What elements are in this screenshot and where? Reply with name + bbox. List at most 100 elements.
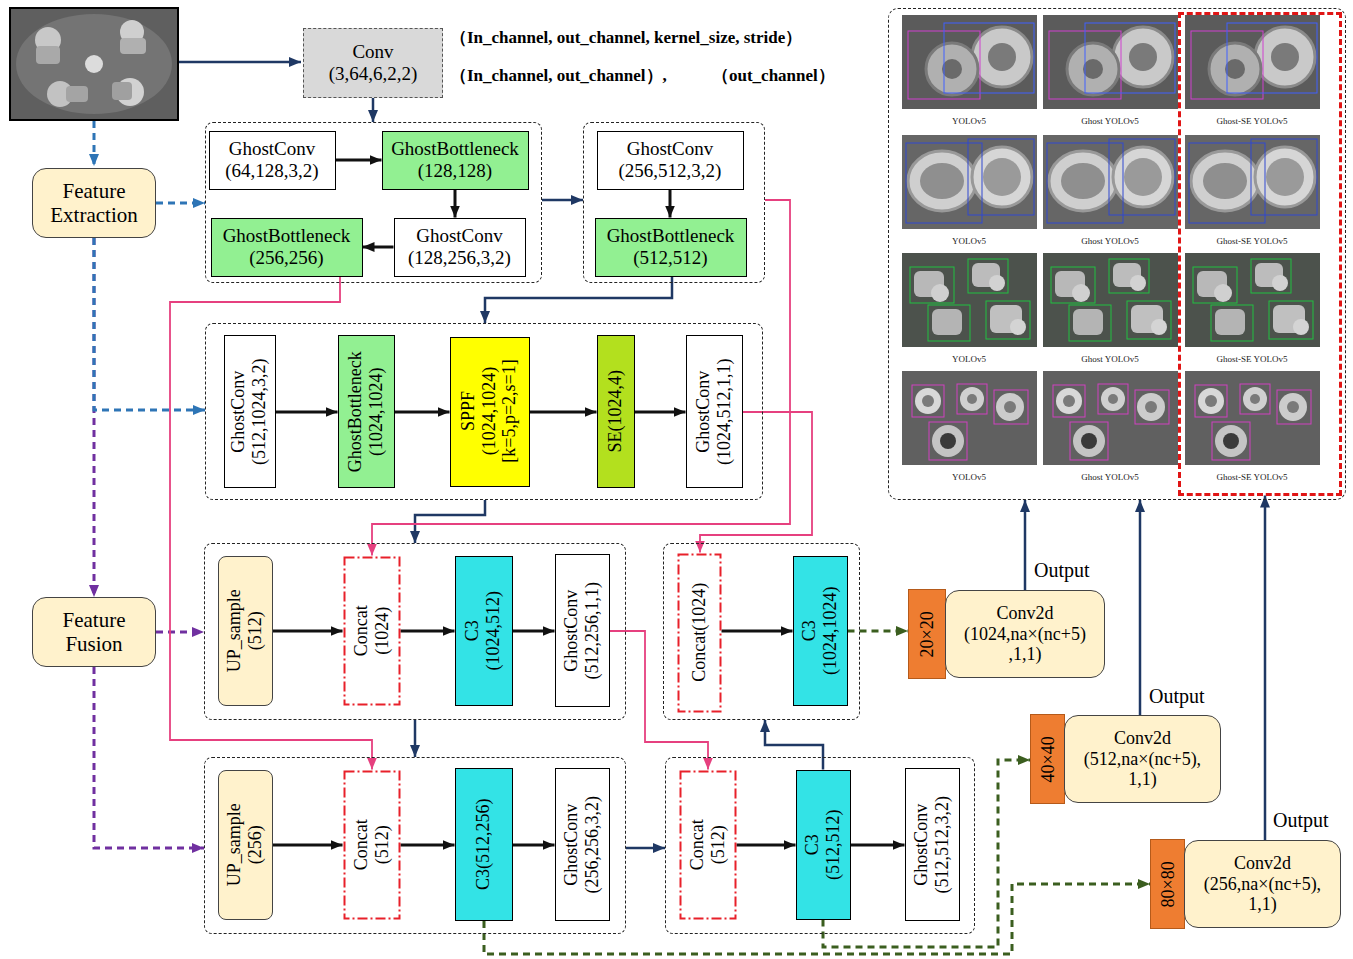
module-group: UP_sample (512) Concat (1024) C3 (1024,512… — [204, 543, 626, 720]
result-photo — [902, 15, 1037, 109]
node-label: Ghost-SE YOLOv5 — [1217, 116, 1288, 126]
node-label: GhostConv (256,512,3,2) — [604, 138, 736, 182]
concat-outline-rect — [680, 771, 735, 918]
node-label: GhostBottleneck (128,128) — [389, 138, 521, 182]
module-group: UP_sample (256) Concat (512) C3(512,256) Gh… — [204, 757, 626, 934]
node-label: Concat(1024) — [689, 557, 710, 707]
connector — [336, 159, 382, 162]
result-photo — [1043, 371, 1178, 465]
stage-box: Conv2d (1024,na×(nc+5) ,1,1) — [945, 590, 1105, 678]
node-label: Ghost YOLOv5 — [1081, 116, 1138, 126]
node-label: Ghost-SE YOLOv5 — [1217, 354, 1288, 364]
input-conv-box: Conv (3,64,6,2,2) — [303, 28, 443, 98]
connector — [372, 98, 375, 122]
node-label: GhostConv (512,1024,3,2) — [228, 341, 269, 481]
node-label: Conv2d (256,na×(nc+5), 1,1) — [1192, 853, 1334, 915]
result-photos — [902, 15, 1320, 465]
ghostconv-box: GhostConv (512,1024,3,2) — [224, 335, 276, 488]
concat-box: Concat (512) — [343, 770, 401, 920]
result-photo — [1185, 371, 1320, 465]
connector — [1024, 500, 1027, 590]
ghostconv-box: GhostConv (256,512,3,2) — [597, 131, 744, 190]
result-image: Ghost YOLOv5 — [1043, 15, 1178, 127]
highlight-column: Ghost-SE YOLOv5Ghost-SE YOLOv5Ghost-SE Y… — [1178, 12, 1342, 496]
connector — [276, 411, 338, 414]
node-label: Concat (512) — [687, 800, 728, 890]
connector — [156, 202, 205, 205]
node-label: Ghost YOLOv5 — [1081, 472, 1138, 482]
node-label: Ghost YOLOv5 — [1081, 354, 1138, 364]
connector — [635, 411, 686, 414]
node-label: Conv2d (512,na×(nc+5), 1,1) — [1072, 728, 1214, 790]
result-photo — [1185, 253, 1320, 347]
node-label: Concat (1024) — [351, 586, 392, 676]
ghostconv-box: GhostConv (512,512,3,2) — [905, 768, 960, 921]
result-image: YOLOv5 — [902, 371, 1037, 483]
bottleneck-box: GhostBottleneck (128,128) — [382, 131, 529, 190]
concat-box: Concat (1024) — [343, 556, 401, 706]
node-label: GhostBottleneck (1024,1024) — [345, 341, 386, 481]
node-label: Conv2d (1024,na×(nc+5) ,1,1) — [953, 603, 1098, 665]
bottleneck-box: GhostBottleneck (1024,1024) — [338, 335, 395, 488]
stage-box: Feature Fusion — [32, 597, 156, 667]
stage-box: Conv2d (512,na×(nc+5), 1,1) — [1064, 715, 1221, 803]
connector — [513, 844, 555, 847]
connector — [626, 847, 665, 850]
connector — [1264, 496, 1267, 841]
result-image: Ghost YOLOv5 — [1043, 371, 1178, 483]
concat-box: Concat (512) — [679, 770, 737, 920]
node-label: 40×40 — [1037, 720, 1058, 798]
concat-outline-rect — [344, 771, 399, 918]
connector — [1139, 500, 1142, 715]
connector — [401, 844, 455, 847]
connector — [94, 667, 204, 848]
ghostconv-box: GhostConv (128,256,3,2) — [394, 218, 526, 277]
sppf-box: SPPF (1024,1024) [k=5,p=2,s=1] — [450, 337, 530, 487]
result-image: Ghost YOLOv5 — [1043, 135, 1178, 247]
module-group: GhostConv (256,512,3,2) GhostBottleneck (… — [583, 122, 765, 283]
output-label: Output — [1271, 808, 1331, 832]
connector — [94, 238, 205, 410]
connector — [454, 190, 457, 218]
node-label: GhostBottleneck (256,256) — [218, 225, 355, 269]
node-label: UP_sample (256) — [224, 789, 265, 899]
connector — [395, 411, 450, 414]
c3-box: C3 (1024,1024) — [793, 556, 848, 706]
node-label: GhostConv (64,128,3,2) — [216, 138, 328, 182]
result-photo — [902, 135, 1037, 229]
result-image: YOLOv5 — [902, 15, 1037, 127]
node-label: Ghost-SE YOLOv5 — [1217, 236, 1288, 246]
result-photo — [1185, 135, 1320, 229]
node-label: UP_sample (512) — [224, 575, 265, 685]
connector — [513, 630, 555, 633]
c3-box: C3 (512,512) — [796, 770, 851, 920]
bottleneck-box: GhostBottleneck (512,512) — [595, 218, 747, 277]
node-label: YOLOv5 — [952, 116, 986, 126]
connector — [669, 190, 672, 218]
node-label: GhostConv (256,256,3,2) — [561, 774, 602, 914]
result-image: Ghost YOLOv5 — [1043, 253, 1178, 365]
node-label: Feature Fusion — [40, 608, 149, 656]
connector — [823, 760, 1030, 947]
node-label: YOLOv5 — [952, 354, 986, 364]
node-label: Feature Extraction — [40, 179, 149, 227]
ghostconv-box: GhostConv (64,128,3,2) — [209, 131, 336, 190]
connector — [415, 500, 485, 543]
result-photo — [902, 371, 1037, 465]
stage-box: Conv2d (256,na×(nc+5), 1,1) — [1184, 840, 1341, 928]
node-label: C3 (512,512) — [802, 799, 843, 889]
ghostconv-box: GhostConv (512,256,1,1) — [555, 554, 610, 707]
stage-box: UP_sample (512) — [218, 556, 273, 706]
results-panel: Ghost-SE YOLOv5Ghost-SE YOLOv5Ghost-SE Y… — [888, 8, 1346, 500]
parameter-note: （In_channel, out_channel）, — [450, 66, 667, 86]
result-image: Ghost-SE YOLOv5 — [1185, 15, 1320, 127]
result-photo — [902, 253, 1037, 347]
connector — [401, 630, 455, 633]
connector — [737, 844, 796, 847]
stage-box: Feature Extraction — [32, 168, 156, 238]
node-label: C3(512,256) — [473, 774, 494, 914]
node-label: C3 (1024,512) — [462, 585, 503, 675]
result-photo — [1043, 15, 1178, 109]
input-photo — [10, 8, 178, 120]
result-image: YOLOv5 — [902, 135, 1037, 247]
